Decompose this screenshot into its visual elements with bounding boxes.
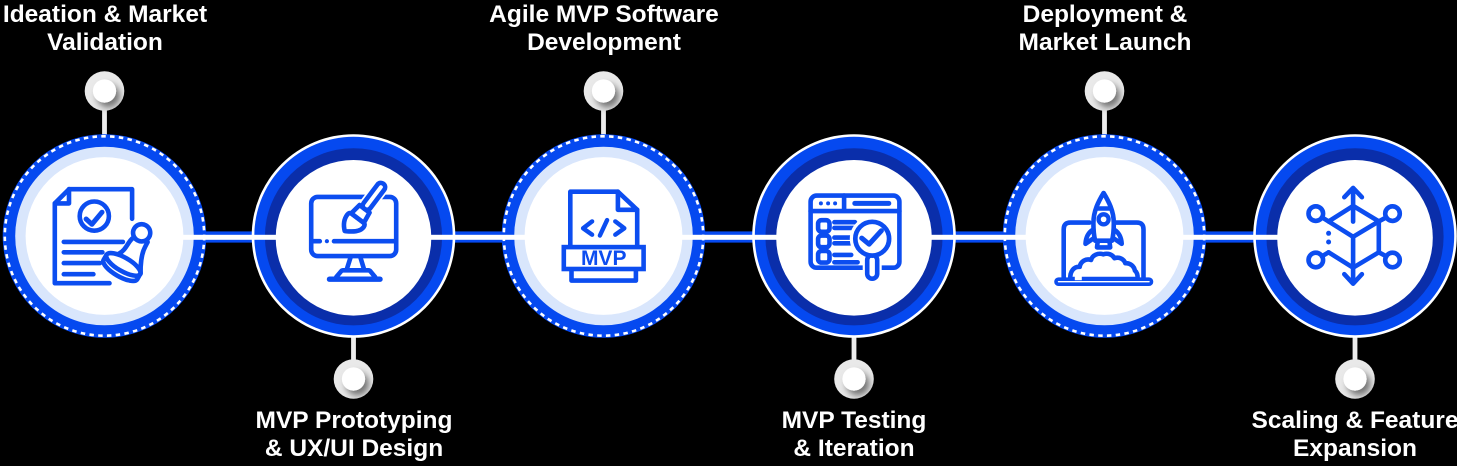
svg-text:MVP: MVP (581, 247, 627, 270)
